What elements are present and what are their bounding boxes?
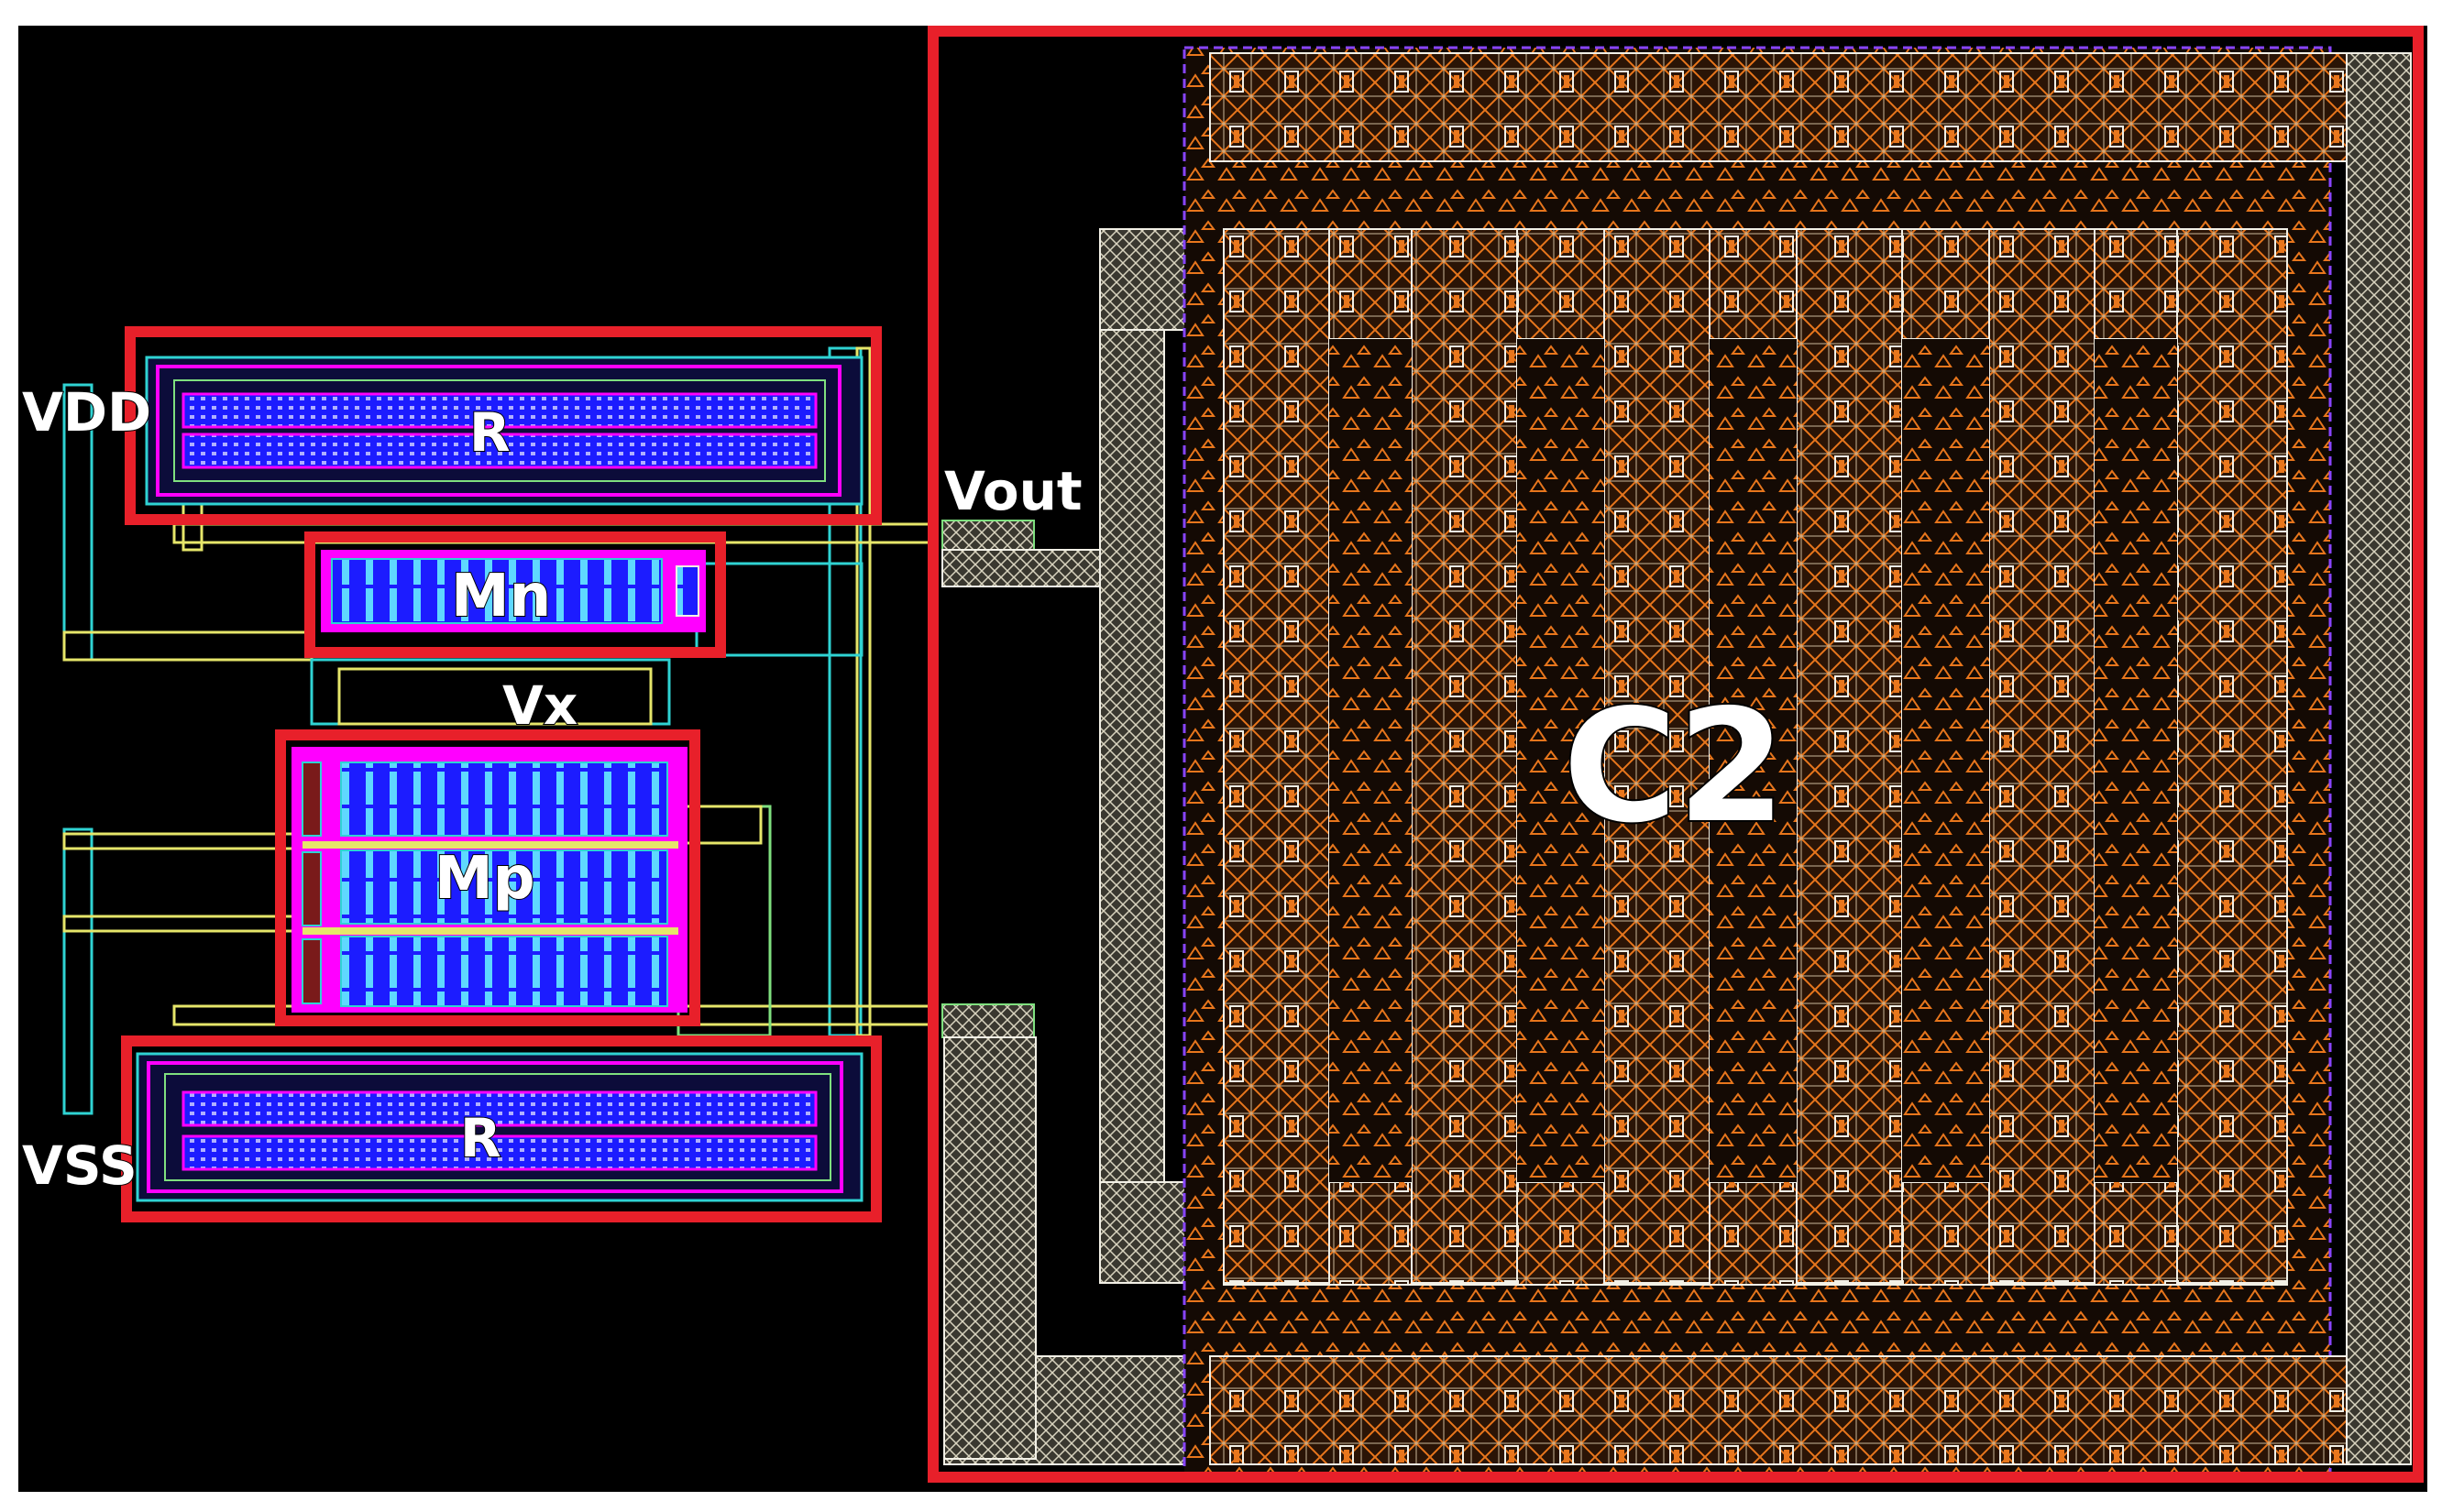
resistor-top xyxy=(145,356,864,506)
pmos-label: Mp xyxy=(434,845,535,913)
cap-bottom-pad xyxy=(941,1003,1035,1038)
capacitor-c2 xyxy=(941,46,2412,1475)
resistor-bottom-highlight xyxy=(121,1035,882,1222)
vout-label: Vout xyxy=(944,460,1083,522)
vout-pad xyxy=(941,520,1035,553)
nmos-highlight xyxy=(304,531,726,658)
vss-label: VSS xyxy=(22,1134,138,1197)
nmos-label: Mn xyxy=(451,563,551,630)
capacitor-label: C2 xyxy=(1563,676,1786,858)
resistor-top-label: R xyxy=(469,401,511,464)
pmos-highlight xyxy=(275,729,700,1026)
vdd-label: VDD xyxy=(22,381,151,444)
vx-label: Vx xyxy=(502,674,578,737)
resistor-top-highlight xyxy=(125,326,882,525)
resistor-bottom xyxy=(136,1052,864,1202)
capacitor-highlight xyxy=(928,26,2424,1483)
resistor-bottom-label: R xyxy=(460,1107,501,1169)
nmos-transistor xyxy=(321,550,706,632)
pmos-transistor xyxy=(292,747,688,1013)
